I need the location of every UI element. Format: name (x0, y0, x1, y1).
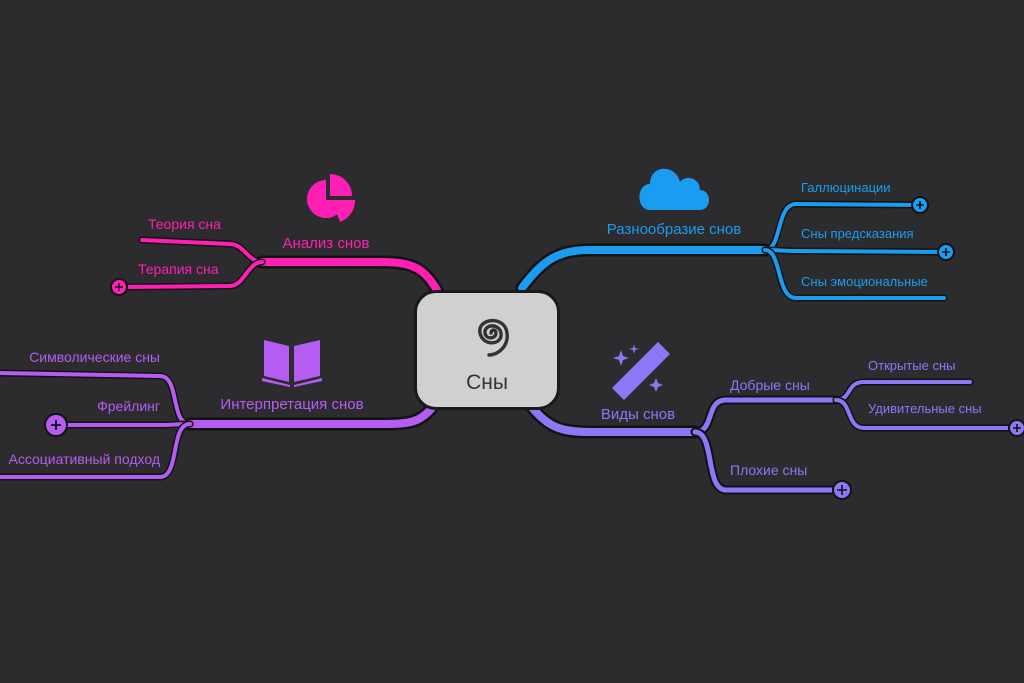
analysis-child-connector-2 (120, 260, 264, 289)
book-icon (262, 340, 322, 387)
central-node[interactable]: Сны (414, 290, 560, 410)
types-subchild-label-2[interactable]: Удивительные сны (868, 401, 982, 416)
analysis-child-label-1[interactable]: Теория сна (148, 216, 221, 232)
branch-types-connector (526, 401, 699, 436)
branch-interpretation: Интерпретация снов Символические сны Фре… (0, 340, 439, 481)
pie-chart-icon (307, 174, 356, 222)
variety-child-label-3[interactable]: Сны эмоциональные (801, 274, 928, 289)
branch-analysis-connector (258, 258, 442, 296)
branch-variety: Разнообразие снов Галлюцинации Сны предс… (515, 168, 955, 302)
branch-analysis: Анализ снов Теория сна Терапия сна (110, 174, 445, 299)
spiral-icon (478, 318, 509, 357)
analysis-child-2-expand-button[interactable] (110, 278, 128, 296)
branch-interpretation-connector (186, 404, 436, 428)
cloud-icon (639, 168, 709, 210)
branch-variety-label[interactable]: Разнообразие снов (607, 221, 742, 238)
types-child-connector-2 (692, 429, 839, 493)
branch-variety-connector (518, 246, 769, 292)
types-child-2-expand-button[interactable] (832, 480, 852, 500)
branch-analysis-label[interactable]: Анализ снов (283, 235, 370, 252)
interpretation-child-label-3[interactable]: Ассоциативный подход (9, 451, 161, 467)
variety-child-2-expand-button[interactable] (937, 243, 955, 261)
interpretation-child-label-1[interactable]: Символические сны (29, 349, 160, 365)
variety-child-label-2[interactable]: Сны предсказания (801, 226, 914, 241)
interpretation-child-connector-1 (0, 371, 192, 426)
types-subchild-label-1[interactable]: Открытые сны (868, 358, 956, 373)
branch-types: Виды снов Добрые сны Открытые сны Удивит… (523, 342, 1024, 500)
branch-interpretation-label[interactable]: Интерпретация снов (220, 396, 363, 413)
variety-child-connector-3 (763, 248, 946, 300)
interpretation-child-label-2[interactable]: Фрейлинг (97, 398, 160, 414)
types-subchild-2-expand-button[interactable] (1008, 419, 1024, 437)
interpretation-child-2-expand-button[interactable] (44, 413, 68, 437)
branch-types-label[interactable]: Виды снов (601, 406, 675, 423)
interpretation-child-connector-2 (60, 422, 192, 427)
variety-child-connector-2 (763, 248, 942, 254)
interpretation-child-connector-3 (0, 422, 192, 479)
types-child-label-2[interactable]: Плохие сны (730, 462, 807, 478)
variety-child-1-expand-button[interactable] (911, 196, 929, 214)
types-subchild-connector-2 (834, 398, 1014, 430)
analysis-child-label-2[interactable]: Терапия сна (138, 261, 219, 277)
magic-wand-icon (612, 342, 670, 400)
types-child-label-1[interactable]: Добрые сны (730, 377, 810, 393)
central-label: Сны (466, 371, 508, 394)
types-child-connector-1 (692, 397, 839, 435)
variety-child-label-1[interactable]: Галлюцинации (801, 180, 891, 195)
